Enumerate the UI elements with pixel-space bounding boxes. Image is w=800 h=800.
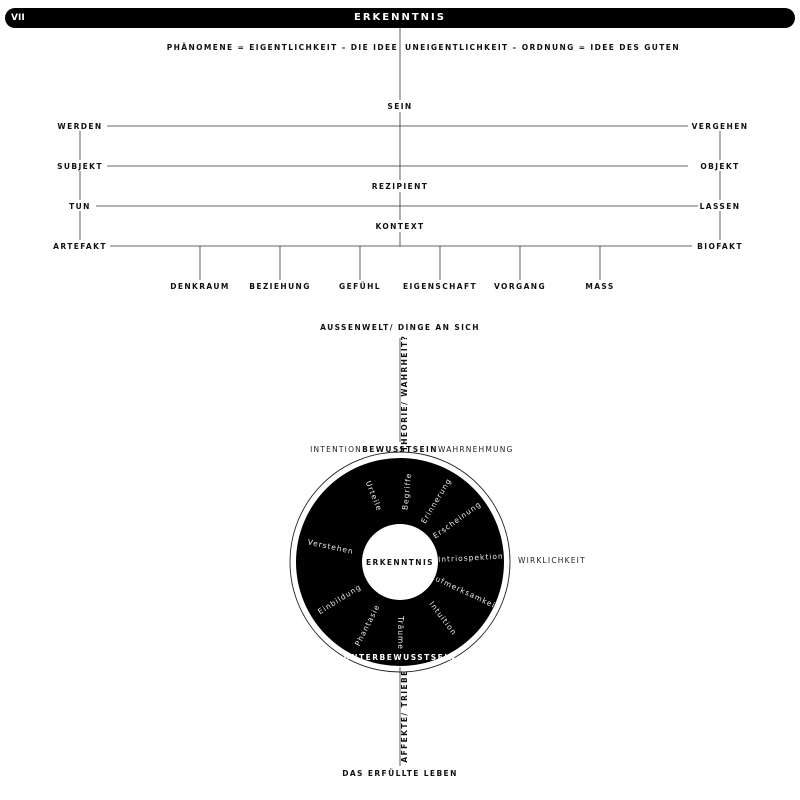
label-wahrnehmung: WAHRNEHMUNG: [438, 445, 514, 454]
node-werden: WERDEN: [57, 122, 102, 131]
leaf-beziehung: BEZIEHUNG: [249, 282, 311, 291]
ring-word: Träume: [396, 615, 405, 650]
leaf-vorgang: VORGANG: [494, 282, 546, 291]
node-biofakt: BIOFAKT: [697, 242, 743, 251]
leaf-denkraum: DENKRAUM: [170, 282, 230, 291]
node-lassen: LASSEN: [700, 202, 741, 211]
label-wirklichkeit: WIRKLICHKEIT: [518, 556, 586, 565]
label-intention: INTENTION: [310, 445, 362, 454]
rezipient-label-bg: [368, 180, 432, 192]
label-erkenntnis-center: ERKENNTNIS: [366, 558, 434, 567]
axis-lower-label: AFFEKTE/ TRIEBE: [400, 669, 409, 762]
ring-word: Intriospektion: [438, 552, 504, 564]
node-objekt: OBJEKT: [700, 162, 739, 171]
header-bar: [5, 8, 795, 28]
page-number: VII: [11, 13, 25, 23]
label-unterbewusstsein: UNTERBEWUSSTSEIN: [344, 653, 457, 662]
axis-bottom-label: DAS ERFÜLLTE LEBEN: [342, 769, 458, 778]
kontext-label-bg: [372, 220, 428, 232]
node-vergehen: VERGEHEN: [692, 122, 749, 131]
page-title: ERKENNTNIS: [354, 12, 446, 23]
center-disc: [362, 524, 438, 600]
node-kontext: KONTEXT: [375, 222, 424, 231]
node-tun: TUN: [69, 202, 91, 211]
axis-top-label: AUSSENWELT/ DINGE AN SICH: [320, 323, 480, 332]
leaf-mass: MASS: [585, 282, 614, 291]
node-artefakt: ARTEFAKT: [53, 242, 107, 251]
sein-label-bg: [384, 100, 416, 112]
node-sein: SEIN: [387, 102, 412, 111]
tree-lines: [79, 28, 721, 280]
node-rezipient: REZIPIENT: [372, 182, 429, 191]
label-bewusstsein: BEWUSSTSEIN: [362, 445, 438, 454]
leaf-gefuehl: GEFÜHL: [339, 282, 381, 291]
ring-word: Begriffe: [400, 472, 413, 510]
formula-left: PHÄNOMENE = EIGENTLICHKEIT – DIE IDEE: [167, 43, 398, 52]
leaf-eigenschaft: EIGENSCHAFT: [403, 282, 477, 291]
outer-circle: [289, 451, 511, 673]
axis-upper-label: THEORIE/ WAHRHEIT?: [400, 335, 409, 452]
node-subjekt: SUBJEKT: [57, 162, 103, 171]
formula-right: UNEIGENTLICHKEIT – ORDNUNG = IDEE DES GU…: [405, 43, 680, 52]
